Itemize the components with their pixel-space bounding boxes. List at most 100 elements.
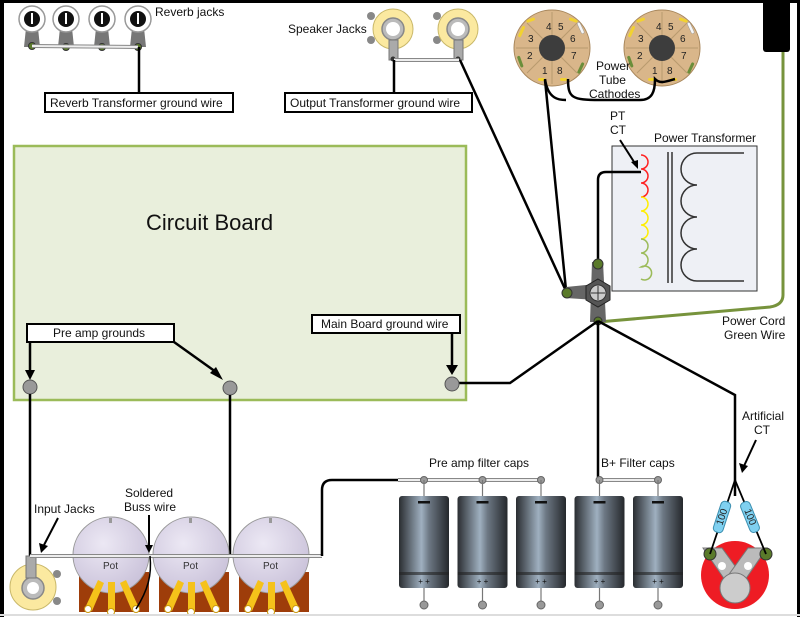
power-tube-cathodes-label: Power Tube Cathodes (589, 59, 640, 101)
pin-label: 2 (527, 51, 533, 62)
label-line: Buss wire (124, 500, 176, 514)
lamp-socket (701, 541, 773, 609)
power-cord-green-wire-label: Power Cord Green Wire (722, 314, 786, 342)
reverb-jack (52, 5, 80, 51)
b-plus-filter-cap: + + (574, 476, 625, 610)
potentiometer: Pot (152, 516, 230, 616)
frame-right-edge (797, 0, 800, 617)
speaker-jacks-label: Speaker Jacks (288, 22, 367, 36)
pre-amp-filter-cap: + + (457, 476, 508, 610)
pin-label: 4 (656, 22, 662, 33)
power-transformer-label: Power Transformer (654, 131, 756, 145)
power-tube-socket: 4 5 3 6 2 7 1 8 (623, 9, 701, 87)
circuit-board-label: Circuit Board (146, 210, 273, 235)
speaker-jacks: Speaker Jacks (288, 8, 479, 62)
output-transformer-ground-label: Output Transformer ground wire (290, 96, 460, 110)
frame-top-edge (0, 0, 800, 3)
pot-label: Pot (263, 561, 278, 572)
pin-label: 8 (667, 66, 673, 77)
reverb-transformer-ground-callout: Reverb Transformer ground wire (44, 92, 234, 113)
reverb-jack (18, 5, 46, 50)
label-line: Input Jacks (34, 502, 95, 516)
label-line: Tube (599, 73, 626, 87)
resistor-value: 100 (715, 507, 731, 527)
pre-amp-ground-arrow (173, 340, 217, 374)
pin-label: 5 (558, 22, 564, 33)
label-line: Cathodes (589, 87, 640, 101)
svg-text:+ +: + + (594, 577, 606, 586)
pin-label: 1 (652, 66, 658, 77)
pin-label: 3 (638, 34, 644, 45)
label-line: CT (610, 123, 627, 137)
buss-to-preamp-caps-wire (320, 478, 400, 556)
power-tube-socket: 4 5 3 6 2 7 1 8 (513, 9, 591, 87)
ground-point (22, 379, 38, 395)
pin-label: 2 (637, 51, 643, 62)
reverb-jacks-label: Reverb jacks (155, 5, 224, 19)
pre-amp-grounds-callout: Pre amp grounds (26, 323, 175, 343)
speaker-jack (433, 8, 479, 62)
filter-capacitors: + + + + + + + + + + (399, 476, 683, 610)
label-line: PT (610, 109, 626, 123)
input-jacks-arrow (43, 517, 59, 546)
pt-ct-arrow (619, 139, 637, 166)
input-jacks-label: Input Jacks (34, 502, 95, 516)
pin-label: 7 (681, 51, 687, 62)
artificial-ct-arrow (743, 439, 757, 467)
pin-label: 1 (542, 66, 548, 77)
pre-amp-filter-caps-label: Pre amp filter caps (429, 456, 529, 470)
main-board-ground-wire (455, 319, 599, 385)
pin-label: 7 (571, 51, 577, 62)
reverb-transformer-ground-label: Reverb Transformer ground wire (50, 96, 223, 110)
label-line: Power (596, 59, 630, 73)
artificial-ct-label: Artificial CT (742, 409, 784, 437)
potentiometer: Pot (72, 516, 150, 616)
reverb-jack (124, 5, 152, 51)
svg-text:+ +: + + (418, 577, 430, 586)
label-line: CT (754, 423, 771, 437)
svg-text:+ +: + + (477, 577, 489, 586)
circuit-board: Circuit Board (12, 144, 468, 402)
frame-left-edge (0, 0, 4, 617)
label-line: Power Cord (722, 314, 785, 328)
power-transformer: Power Transformer (611, 131, 758, 292)
power-cord-plug (763, 0, 790, 52)
pots: Pot Pot Pot (72, 516, 310, 616)
potentiometer: Pot (232, 516, 310, 616)
input-jack (9, 555, 61, 611)
reverb-jacks: Reverb jacks (18, 5, 224, 51)
resistor: 100 (740, 500, 760, 534)
speaker-to-star-ground-wire (458, 59, 568, 292)
speaker-jack (367, 8, 414, 62)
svg-text:+ +: + + (535, 577, 547, 586)
pin-label: 6 (680, 34, 686, 45)
pt-ct-label: PT CT (610, 109, 627, 137)
label-line: Artificial (742, 409, 784, 423)
label-line: Green Wire (724, 328, 786, 342)
pre-amp-filter-cap: + + (399, 476, 449, 610)
pre-amp-filter-cap: + + (516, 476, 566, 610)
pot-lug-ground-wire (135, 555, 152, 610)
pin-label: 3 (528, 34, 534, 45)
output-transformer-ground-callout: Output Transformer ground wire (284, 92, 473, 113)
pot-label: Pot (183, 561, 198, 572)
svg-text:+ +: + + (652, 577, 664, 586)
power-cord-green-wire (597, 52, 785, 324)
pin-label: 6 (570, 34, 576, 45)
pin-label: 4 (546, 22, 552, 33)
artificial-ct-wire (597, 319, 737, 496)
soldered-buss-wire-label: Soldered Buss wire (124, 486, 176, 514)
main-board-ground-callout: Main Board ground wire (311, 314, 461, 334)
ground-point (222, 380, 238, 396)
label-line: Soldered (125, 486, 173, 500)
main-board-ground-label: Main Board ground wire (321, 317, 449, 331)
pre-amp-grounds-label: Pre amp grounds (53, 326, 145, 340)
b-plus-filter-caps-label: B+ Filter caps (601, 456, 675, 470)
pin-label: 8 (557, 66, 563, 77)
pot-label: Pot (103, 561, 118, 572)
resistor: 100 (712, 500, 732, 534)
ground-point (444, 376, 460, 392)
star-ground-lug (561, 258, 611, 326)
